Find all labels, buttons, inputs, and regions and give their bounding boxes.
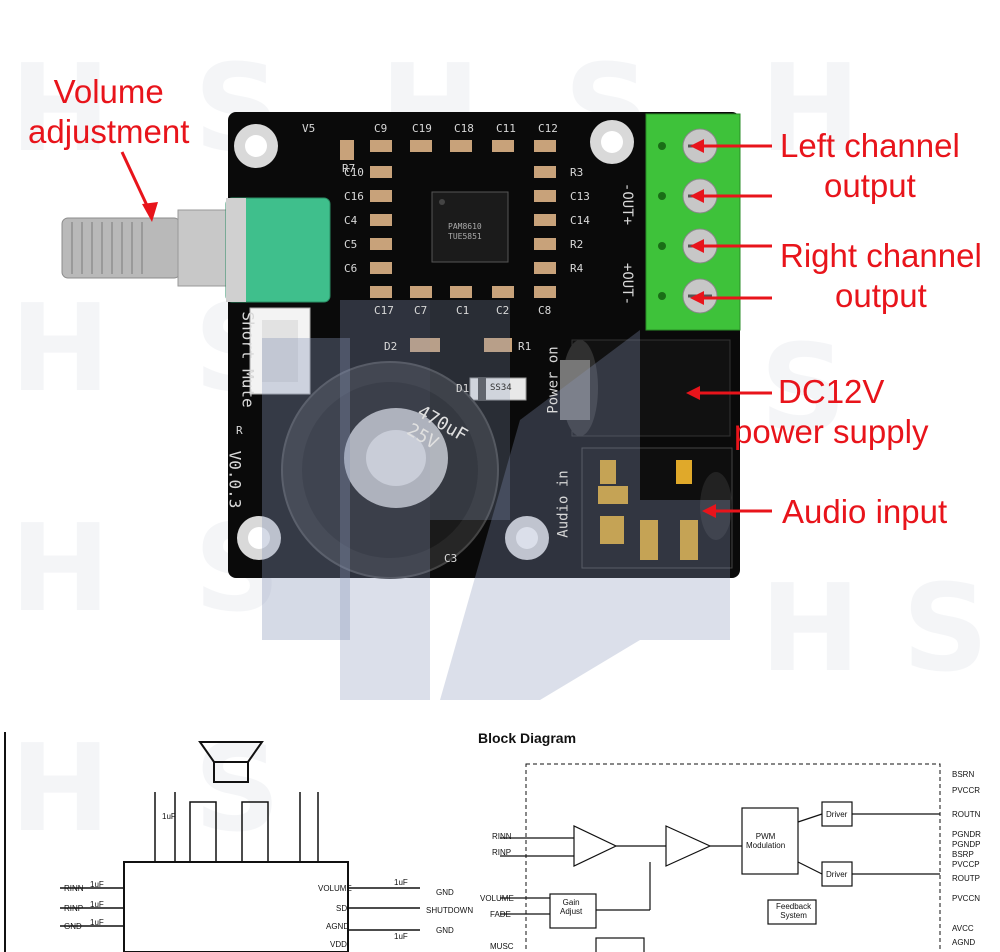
pcb-label-c12: C12 (538, 122, 558, 135)
bd-pin-bsrp: BSRP (952, 850, 974, 859)
pcb-label-ss34: SS34 (490, 383, 512, 393)
schematic-label-gnd: GND (64, 922, 82, 931)
bd-pin-routp: ROUTP (952, 874, 980, 883)
schematic-label-sd: SD (336, 904, 348, 913)
schematic-label-agnd: AGND (326, 922, 350, 931)
pcb-chip-label: PAM8610 (448, 222, 482, 231)
pcb-label-c19: C19 (412, 122, 432, 135)
callout-power-supply: DC12V power supply (734, 373, 929, 450)
schematic-label-cap4: 1uF (394, 878, 408, 887)
callout-audio-input: Audio input (782, 493, 948, 530)
pcb-label-r3: R3 (570, 166, 584, 179)
ic-chip (431, 191, 509, 263)
pcb-label-c1: C1 (456, 304, 470, 317)
bd-block-driver-2: Driver (826, 870, 848, 879)
block-diagram (500, 763, 941, 952)
schematic-label-gnd-3: GND (436, 926, 454, 935)
pcb-label-c18: C18 (454, 122, 474, 135)
pcb-label-r1: R1 (518, 340, 532, 353)
application-schematic (4, 732, 420, 952)
pcb-label-c6: C6 (344, 262, 358, 275)
callout-volume-adjustment: Volume adjustment (28, 73, 190, 150)
pcb-mute-label: Short Mute (238, 311, 258, 408)
pot-thread (177, 209, 231, 287)
bd-pin-pgndr: PGNDR (952, 830, 981, 839)
pcb-audio-in: Audio in (555, 470, 572, 538)
schematic-label-cap6: 1uF (162, 812, 176, 821)
block-diagram-title: Block Diagram (478, 730, 577, 746)
schematic-label-cap2: 1uF (90, 900, 104, 909)
bd-pin-fade: FADE (490, 910, 511, 919)
schematic-label-rinp: RINP (64, 904, 84, 913)
bd-pin-routn: ROUTN (952, 810, 981, 819)
schematic-label-rinn: RINN (64, 884, 84, 893)
dc-jack (571, 339, 731, 437)
bd-pin-pvccn: PVCCN (952, 894, 981, 903)
pcb-out-top: -OUT+ (619, 182, 636, 226)
pcb-label-c9: C9 (374, 122, 388, 135)
bd-block-feedback: Feedback System (776, 902, 812, 920)
callout-left-channel: Left channel output (780, 127, 960, 204)
bd-pin-musc: MUSC (490, 942, 514, 951)
pcb-label-c11: C11 (496, 122, 516, 135)
bd-pin-bsrn: BSRN (952, 770, 975, 779)
bd-block-gain: Gain Adjust (560, 898, 583, 916)
pcb-label-r: R (236, 424, 243, 437)
pcb-label-r7: R7 (342, 162, 356, 175)
bd-pin-avcc: AVCC (952, 924, 974, 933)
pcb-label-d2: D2 (384, 340, 398, 353)
bd-pin-rinn: RINN (492, 832, 512, 841)
pcb-label-v5: V5 (302, 122, 316, 135)
speaker-icon (198, 741, 264, 763)
bd-pin-pvccp: PVCCP (952, 860, 980, 869)
pcb-power-on: Power on (545, 346, 562, 414)
bd-pin-pgndp: PGNDP (952, 840, 981, 849)
callout-right-channel: Right channel output (780, 237, 982, 314)
watermark-3: H (760, 40, 861, 179)
watermark-8: H S (10, 720, 281, 859)
pcb-illustration (61, 112, 772, 700)
bd-pin-pvccr: PVCCR (952, 786, 981, 795)
watermark-7: H S (760, 560, 989, 699)
bd-pin-volume: VOLUME (480, 894, 514, 903)
pcb-label-c10: C10 (344, 166, 364, 179)
schematic-label-cap3: 1uF (90, 918, 104, 927)
watermark-5: S (760, 320, 847, 459)
pcb-label-d1: D1 (456, 382, 470, 395)
schematic-label-vdd: VDD (330, 940, 347, 949)
pcb-label-c3: C3 (444, 552, 458, 565)
pcb-out-bottom: +OUT- (619, 262, 636, 306)
pcb-label-c14: C14 (570, 214, 590, 227)
pcb-label-c5: C5 (344, 238, 358, 251)
bd-block-pwm: PWM Modulation (746, 832, 786, 850)
pcb-label-c8: C8 (538, 304, 552, 317)
pcb-version: V0.0.3 (225, 450, 245, 509)
pcb-label-c16: C16 (344, 190, 364, 203)
bd-pin-agnd: AGND (952, 938, 976, 947)
pcb-label-c2: C2 (496, 304, 510, 317)
pcb-label-c13: C13 (570, 190, 590, 203)
bd-pin-rinp: RINP (492, 848, 512, 857)
bd-block-driver-1: Driver (826, 810, 848, 819)
schematic-label-cap1: 1uF (90, 880, 104, 889)
pcb-label-r4: R4 (570, 262, 584, 275)
pcb-label-c17: C17 (374, 304, 394, 317)
schematic-label-cap5: 1uF (394, 932, 408, 941)
schematic-label-volume: VOLUME (318, 884, 352, 893)
pcb-chip-label-2: TUE5851 (448, 232, 482, 241)
pcb-label-c7: C7 (414, 304, 428, 317)
schematic-label-shutdown: SHUTDOWN (426, 906, 474, 915)
schematic-label-gnd-2: GND (436, 888, 454, 897)
pcb-label-r2: R2 (570, 238, 584, 251)
pcb-label-c4: C4 (344, 214, 358, 227)
